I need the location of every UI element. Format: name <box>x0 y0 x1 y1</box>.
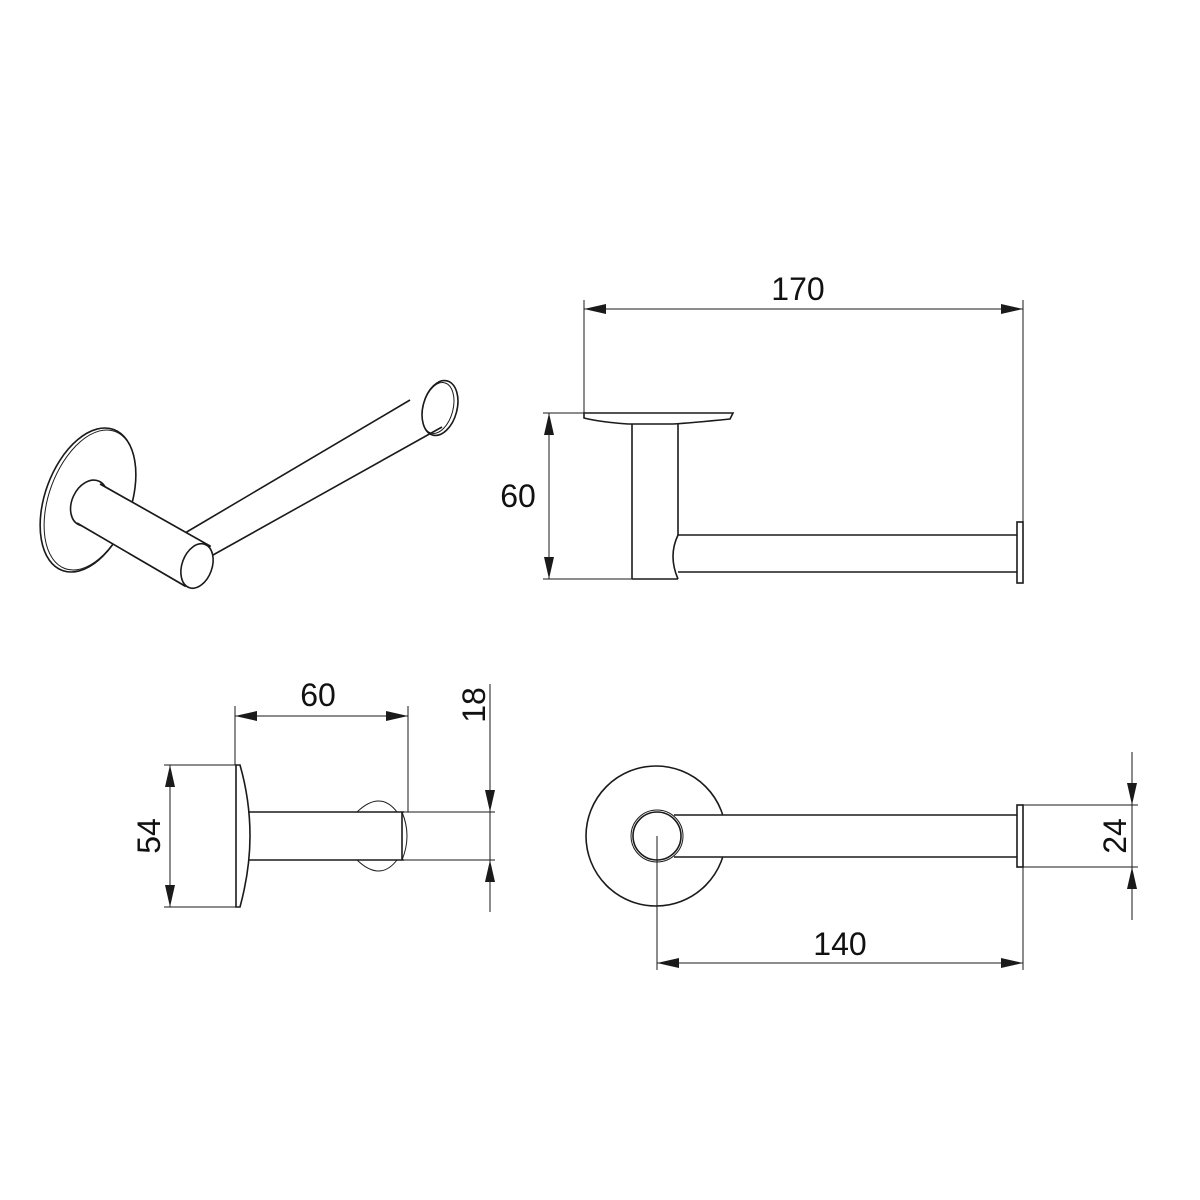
top-view: 170 60 <box>500 271 1024 584</box>
dim-side-rod-dia: 18 <box>456 687 492 723</box>
dim-top-width: 170 <box>771 271 824 307</box>
isometric-view <box>39 379 459 590</box>
side-view: 60 54 18 <box>131 677 495 912</box>
dim-side-plate-dia: 54 <box>131 818 167 854</box>
front-view: 140 24 <box>585 752 1138 970</box>
dim-front-length: 140 <box>813 926 866 962</box>
dim-front-end-cap: 24 <box>1097 818 1133 854</box>
dim-side-depth: 60 <box>300 677 336 713</box>
dim-top-depth: 60 <box>500 478 536 514</box>
